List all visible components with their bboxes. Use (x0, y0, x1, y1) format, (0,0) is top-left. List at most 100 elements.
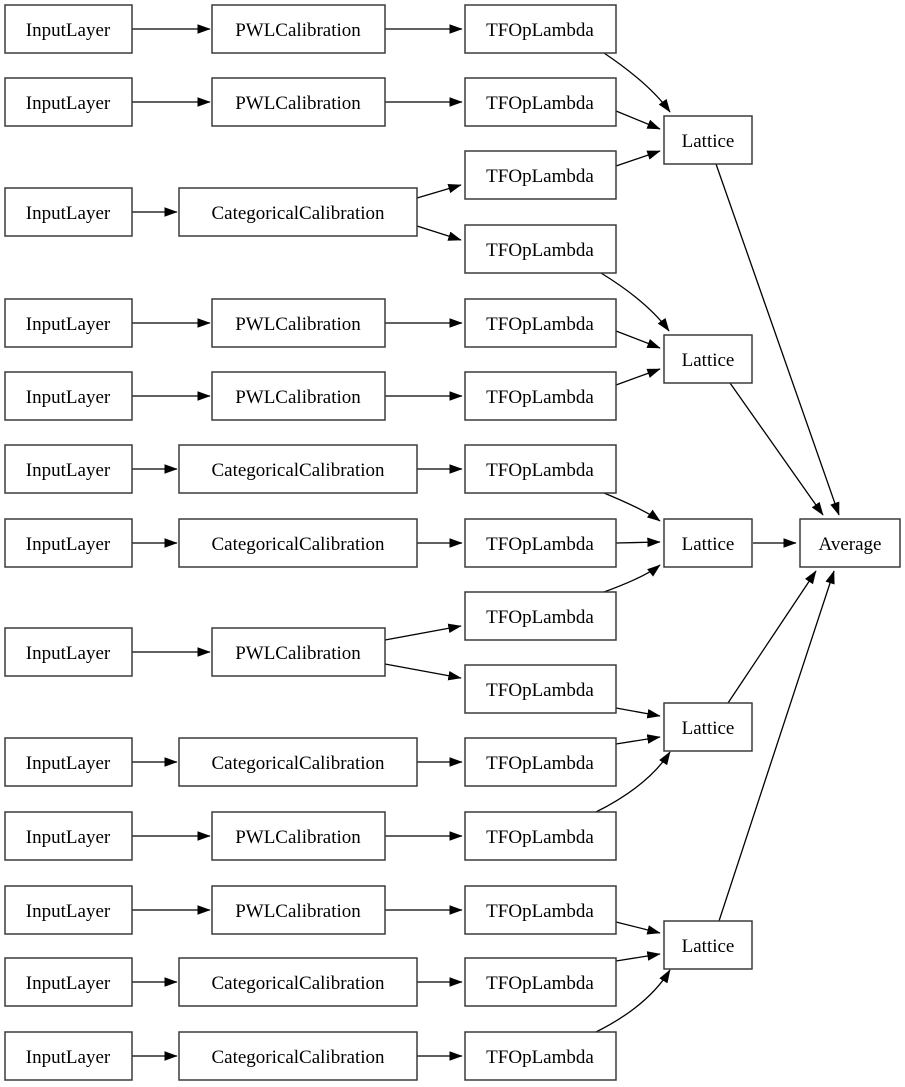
node-input-12-box (4, 957, 133, 1007)
node-tfop-10-box (464, 664, 617, 714)
node-cal-7-label: CategoricalCalibration (211, 534, 385, 555)
edge-tfop-14-lattice-5 (615, 951, 661, 962)
node-input-2-box (4, 77, 133, 127)
node-input-10: InputLayer (4, 811, 133, 861)
node-cal-3: CategoricalCalibration (178, 187, 418, 237)
node-cal-2-box (211, 77, 386, 127)
node-tfop-2-box (464, 77, 617, 127)
node-cal-5-label: PWLCalibration (235, 387, 361, 408)
node-cal-8: PWLCalibration (211, 627, 386, 677)
edge-tfop-1-lattice-1 (603, 52, 671, 113)
node-cal-6-box (178, 444, 418, 494)
edge-tfop-4-lattice-2 (600, 272, 670, 332)
node-average-label: Average (819, 534, 882, 555)
node-cal-12-box (178, 957, 418, 1007)
node-tfop-12: TFOpLambda (464, 811, 617, 861)
node-input-1: InputLayer (4, 4, 133, 54)
node-lattice-2-label: Lattice (682, 350, 735, 371)
edge-tfop-6-lattice-2 (615, 368, 661, 386)
node-tfop-5-box (464, 298, 617, 348)
node-cal-1-box (211, 4, 386, 54)
node-input-12: InputLayer (4, 957, 133, 1007)
node-average: Average (799, 518, 901, 568)
node-cal-13-box (178, 1031, 418, 1081)
node-tfop-10: TFOpLambda (464, 664, 617, 714)
edge-tfop-5-lattice-2 (615, 330, 661, 349)
node-cal-5-box (211, 371, 386, 421)
node-input-7-box (4, 518, 133, 568)
node-cal-13: CategoricalCalibration (178, 1031, 418, 1081)
node-lattice-1-box (663, 115, 753, 165)
edge-tfop-10-lattice-4 (615, 707, 661, 719)
node-tfop-1-box (464, 4, 617, 54)
node-input-11: InputLayer (4, 885, 133, 935)
node-input-13: InputLayer (4, 1031, 133, 1081)
node-tfop-3-label: TFOpLambda (486, 166, 594, 187)
node-input-2: InputLayer (4, 77, 133, 127)
node-input-9-box (4, 737, 133, 787)
node-tfop-11-box (464, 737, 617, 787)
node-tfop-8-label: TFOpLambda (486, 534, 594, 555)
edge-cal-8-tfop-9 (384, 623, 462, 641)
node-tfop-4-label: TFOpLambda (486, 240, 594, 261)
edge-cal-3-tfop-3 (416, 184, 462, 199)
node-lattice-1: Lattice (663, 115, 753, 165)
edge-lattice-1-average (715, 163, 840, 516)
node-tfop-13-box (464, 885, 617, 935)
node-tfop-5-label: TFOpLambda (486, 314, 594, 335)
node-input-11-box (4, 885, 133, 935)
node-input-6-label: InputLayer (26, 460, 111, 481)
node-input-3-box (4, 187, 133, 237)
node-cal-12-label: CategoricalCalibration (211, 973, 385, 994)
node-cal-10: PWLCalibration (211, 811, 386, 861)
nodes-layer: InputLayer InputLayer InputLayer InputLa… (4, 4, 901, 1081)
node-input-5-box (4, 371, 133, 421)
node-tfop-7-label: TFOpLambda (486, 460, 594, 481)
node-input-12-label: InputLayer (26, 973, 111, 994)
node-tfop-2-label: TFOpLambda (486, 93, 594, 114)
node-input-6: InputLayer (4, 444, 133, 494)
node-tfop-14: TFOpLambda (464, 957, 617, 1007)
node-cal-13-label: CategoricalCalibration (211, 1047, 385, 1068)
node-cal-9-label: CategoricalCalibration (211, 753, 385, 774)
node-tfop-4-box (464, 224, 617, 274)
node-input-8: InputLayer (4, 627, 133, 677)
node-tfop-15: TFOpLambda (464, 1031, 617, 1081)
node-tfop-14-label: TFOpLambda (486, 973, 594, 994)
edge-cal-3-tfop-4 (416, 225, 462, 241)
edge-lattice-5-average (718, 570, 835, 922)
node-tfop-9-label: TFOpLambda (486, 607, 594, 628)
node-input-2-label: InputLayer (26, 93, 111, 114)
node-lattice-3-box (663, 518, 753, 568)
node-tfop-1-label: TFOpLambda (486, 20, 594, 41)
node-tfop-6-box (464, 371, 617, 421)
node-lattice-1-label: Lattice (682, 131, 735, 152)
node-input-3: InputLayer (4, 187, 133, 237)
edge-tfop-8-lattice-3 (615, 537, 661, 548)
edge-tfop-7-lattice-3 (603, 492, 661, 522)
node-average-box (799, 518, 901, 568)
node-lattice-3-label: Lattice (682, 534, 735, 555)
node-lattice-5-box (663, 920, 753, 970)
node-tfop-9-box (464, 591, 617, 641)
node-tfop-15-box (464, 1031, 617, 1081)
node-cal-3-label: CategoricalCalibration (211, 203, 385, 224)
node-tfop-3-box (464, 150, 617, 200)
node-tfop-5: TFOpLambda (464, 298, 617, 348)
node-cal-2: PWLCalibration (211, 77, 386, 127)
node-input-4: InputLayer (4, 298, 133, 348)
node-tfop-12-label: TFOpLambda (486, 827, 594, 848)
node-input-8-label: InputLayer (26, 643, 111, 664)
edge-lattice-4-average (727, 570, 817, 704)
node-input-9-label: InputLayer (26, 753, 111, 774)
node-tfop-11-label: TFOpLambda (486, 753, 594, 774)
node-cal-12: CategoricalCalibration (178, 957, 418, 1007)
node-tfop-12-box (464, 811, 617, 861)
node-cal-6-label: CategoricalCalibration (211, 460, 385, 481)
node-cal-6: CategoricalCalibration (178, 444, 418, 494)
node-cal-11-label: PWLCalibration (235, 901, 361, 922)
node-cal-11-box (211, 885, 386, 935)
node-cal-1: PWLCalibration (211, 4, 386, 54)
